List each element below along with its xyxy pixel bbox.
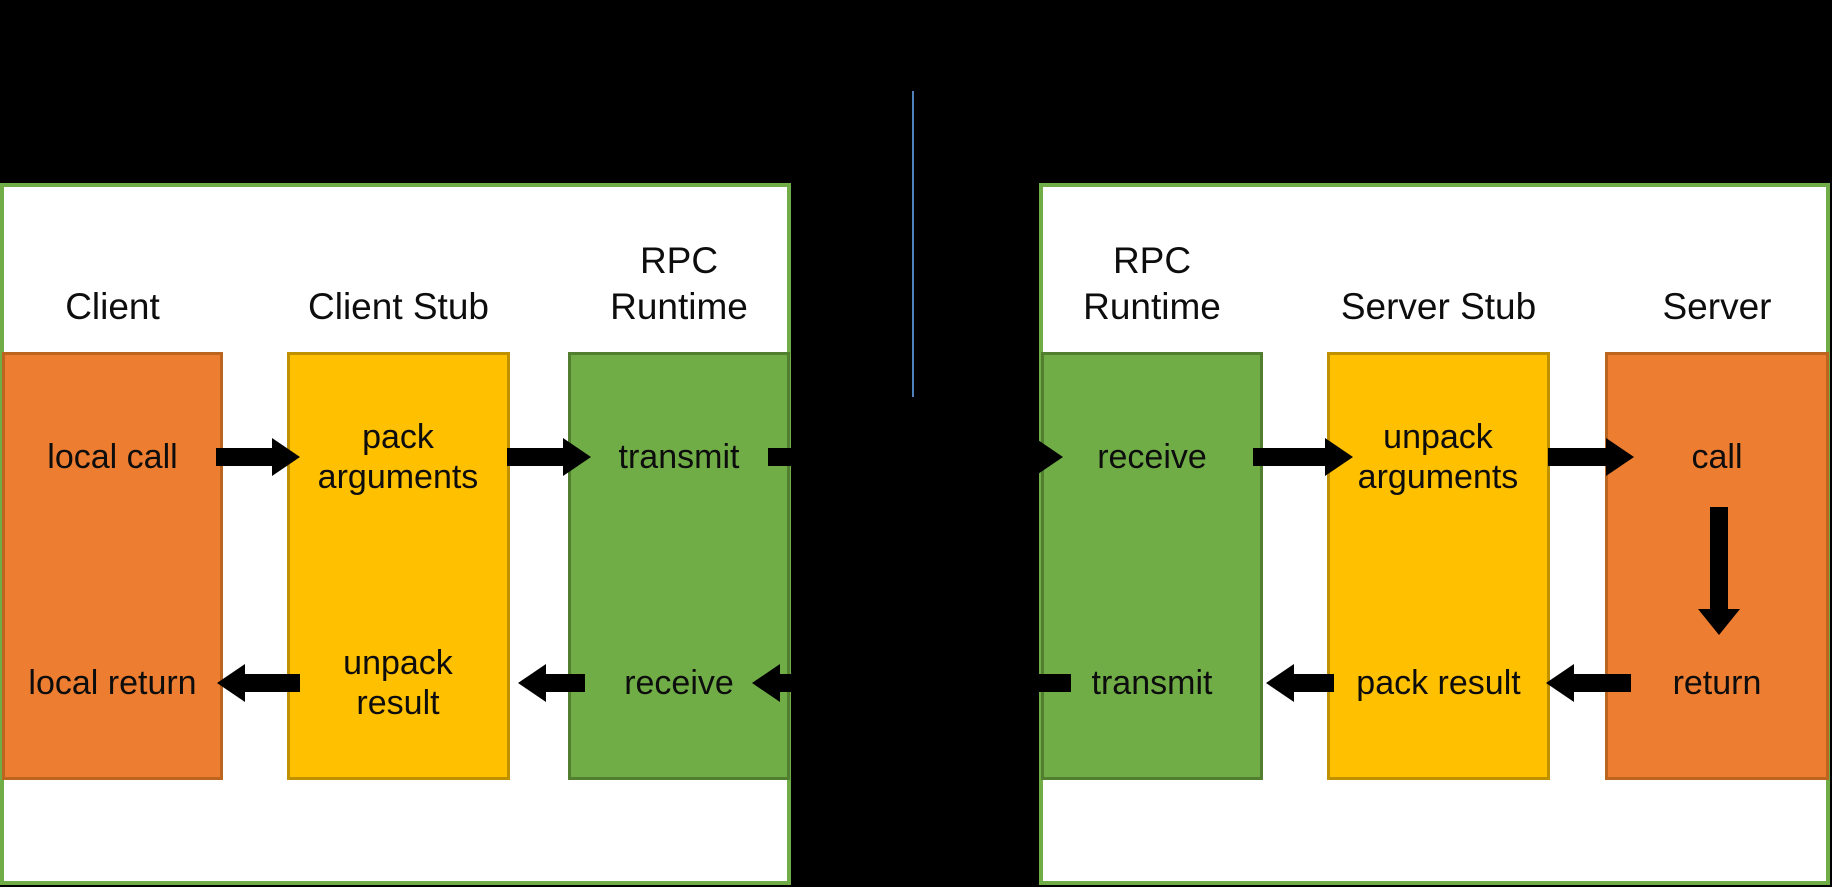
pack-arguments-text: pack arguments [317, 418, 479, 496]
receive-text-left: receive [624, 664, 734, 702]
client-label: Client [65, 286, 160, 327]
transmit-text-right: transmit [1091, 664, 1213, 702]
pack-result-text: pack result [1356, 664, 1521, 702]
rpc-runtime-column-right [1041, 352, 1263, 780]
return-text: return [1672, 664, 1762, 702]
local-call-text: local call [47, 438, 178, 476]
server-label: Server [1662, 286, 1772, 327]
local-return-text: local return [28, 664, 197, 702]
client-stub-column [287, 352, 510, 780]
server-stub-label: Server Stub [1340, 286, 1537, 327]
client-column [2, 352, 223, 780]
unpack-result-text: unpack result [343, 644, 453, 722]
call-text: call [1691, 438, 1743, 476]
network-callout-line [912, 91, 914, 397]
rpc-runtime-label-right: RPC Runtime [1083, 240, 1221, 327]
rpc-runtime-label-left: RPC Runtime [610, 240, 748, 327]
unpack-arguments-text: unpack arguments [1357, 418, 1519, 496]
client-stub-label: Client Stub [308, 286, 489, 327]
rpc-runtime-column-left [568, 352, 790, 780]
server-stub-column [1327, 352, 1550, 780]
transmit-text-left: transmit [618, 438, 740, 476]
receive-text-right: receive [1097, 438, 1207, 476]
server-column [1605, 352, 1829, 780]
